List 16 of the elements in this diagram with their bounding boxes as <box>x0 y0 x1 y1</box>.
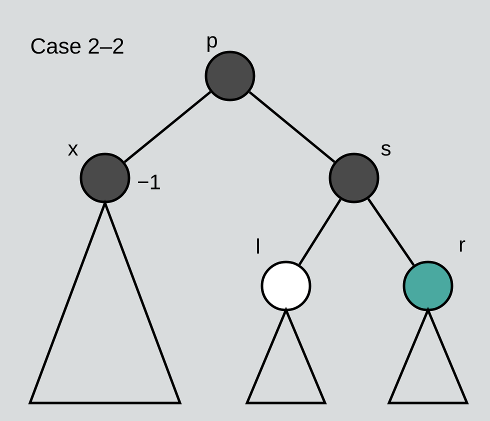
node-label: r <box>460 240 466 252</box>
node-label: −1 <box>138 174 160 190</box>
node-label: s <box>381 144 390 156</box>
tree-node-circle <box>204 50 256 102</box>
title: Case 2–2 <box>31 38 124 54</box>
tree-node-circle <box>328 152 380 204</box>
tree-edge <box>124 91 212 163</box>
node-label: p <box>208 36 217 52</box>
tree-node-circle <box>80 152 130 204</box>
tree-node-circle <box>402 260 454 312</box>
tree-edge <box>367 198 415 266</box>
tree-node-circle <box>260 260 312 312</box>
node-label: l <box>257 238 259 254</box>
tree-edge <box>248 91 336 163</box>
node-label: x <box>68 144 78 156</box>
tree-edge <box>298 198 342 266</box>
